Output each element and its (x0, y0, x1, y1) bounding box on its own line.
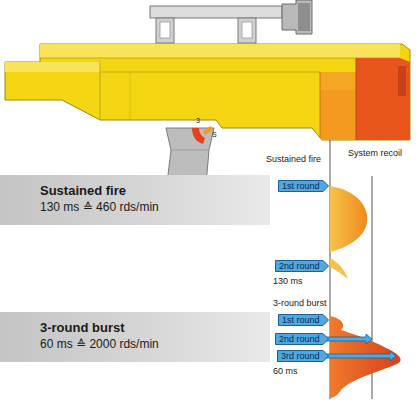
round-tag: 2nd round (275, 333, 329, 345)
recoil-curve (330, 258, 348, 279)
mode-rate: 60 ms ≙ 2000 rds/min (40, 336, 260, 352)
round-tag: 3rd round (277, 350, 329, 362)
round-tag: 2nd round (275, 260, 329, 272)
mode-band: Sustained fire130 ms ≙ 460 rds/min (0, 175, 270, 225)
chart-label: System recoil (344, 148, 406, 159)
trigger (192, 128, 205, 144)
rifle-body (5, 44, 410, 140)
round-label: 2nd round (279, 334, 320, 344)
tag-shape (276, 334, 329, 345)
round-label: 1st round (282, 181, 320, 191)
chart-label: 3-round burst (273, 298, 327, 309)
tag-shape (276, 261, 329, 272)
tag-shape (279, 181, 329, 192)
mode-band: 3-round burst60 ms ≙ 2000 rds/min (0, 312, 270, 362)
tag-shape (278, 351, 329, 362)
recoil-curve (330, 186, 367, 252)
round-label: 1st round (282, 315, 320, 325)
chart-label: Sustained fire (266, 154, 321, 165)
round-arrow (326, 334, 372, 344)
round-label: 2nd round (279, 261, 320, 271)
mode-rate: 130 ms ≙ 460 rds/min (40, 199, 260, 215)
selector-mark: S (212, 130, 217, 139)
chart-label: 130 ms (273, 276, 303, 287)
mode-heading: Sustained fire (40, 183, 260, 199)
round-label: 3rd round (281, 351, 320, 361)
selector-mark: 3 (196, 116, 200, 125)
round-tag: 1st round (278, 314, 329, 326)
round-arrow (326, 351, 396, 361)
chart-label: 60 ms (273, 366, 298, 377)
selector-lever (203, 126, 213, 135)
mode-heading: 3-round burst (40, 320, 260, 336)
tag-shape (279, 315, 329, 326)
round-tag: 1st round (278, 180, 329, 192)
scope (150, 0, 312, 43)
